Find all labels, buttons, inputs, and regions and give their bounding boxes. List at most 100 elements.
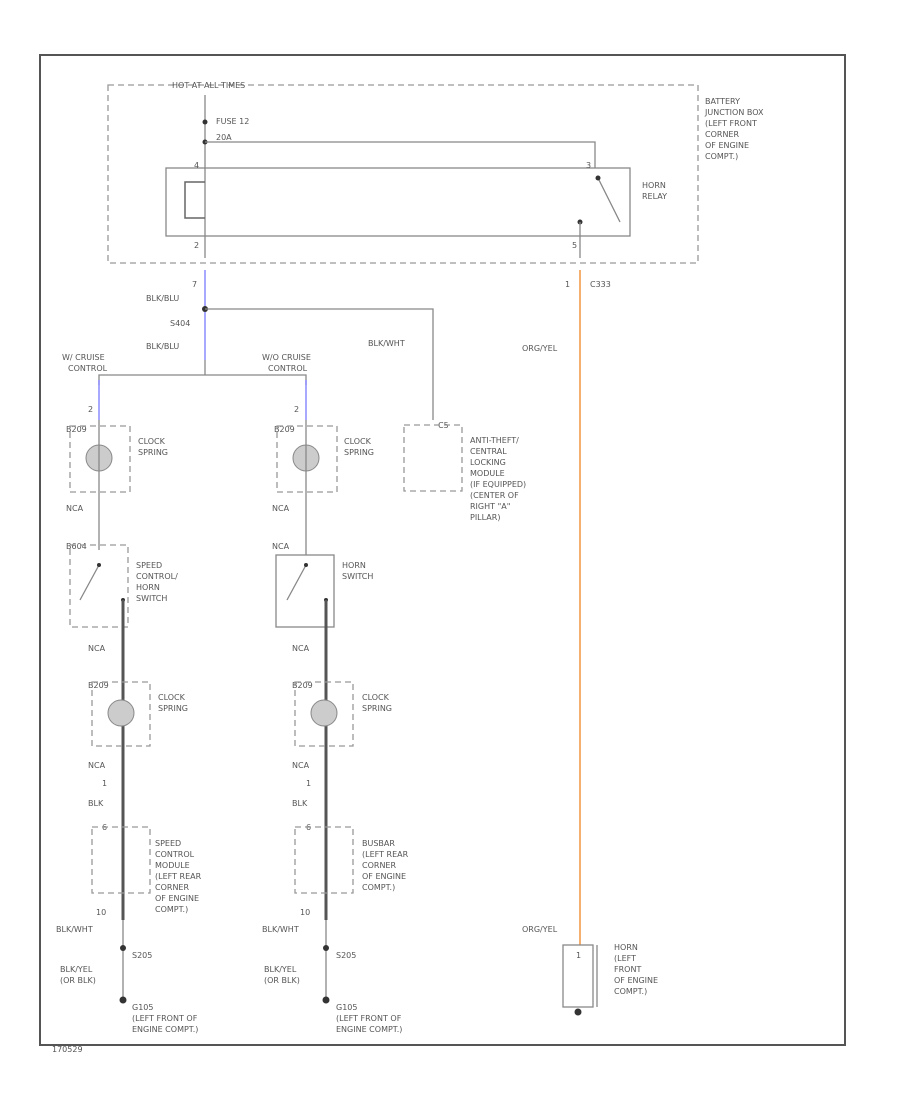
wire-blk-blu-bottom: BLK/BLU <box>146 342 179 351</box>
wire-nca-2: NCA <box>88 644 106 653</box>
speed-switch-contact <box>79 564 100 601</box>
pin-left-10: 10 <box>96 908 106 917</box>
clock-spring-left-bottom <box>107 699 135 727</box>
clock-spring-mid-bottom-label-2: SPRING <box>362 704 392 713</box>
speed-module-box <box>91 826 151 894</box>
wire-nca-3: NCA <box>88 761 106 770</box>
splice-mid-node <box>323 945 329 951</box>
pin-mid-10: 10 <box>300 908 310 917</box>
relay-pin-5: 5 <box>572 241 577 250</box>
relay-out-pin: 1 <box>565 280 570 289</box>
conn-nca-mid-2: NCA <box>272 542 290 551</box>
splice-left: S205 <box>132 951 152 960</box>
clock-spring-left-bottom-label-1: CLOCK <box>158 693 186 702</box>
blk-wht-wire-to-antitheft <box>205 308 434 420</box>
wire-blk-wht-mid: BLK/WHT <box>262 925 299 934</box>
anti-theft-box <box>403 424 463 492</box>
clock-spring-left-top-label-2: SPRING <box>138 448 168 457</box>
clock-spring-mid-bottom-box <box>294 681 354 747</box>
ground-left-icon <box>119 996 127 1004</box>
relay-switch-feed <box>205 141 596 168</box>
wire-blk-yel-mid-1: BLK/YEL <box>264 965 297 974</box>
figure-id: 170529 <box>52 1045 83 1054</box>
conn-b2: B209 <box>88 681 109 690</box>
clock-spring-mid-bottom <box>310 699 338 727</box>
clock-spring-left-top-label-1: CLOCK <box>138 437 166 446</box>
battery-junction-box-outline <box>107 84 699 264</box>
splice-mid: S205 <box>336 951 356 960</box>
wo-cruise-1: W/O CRUISE <box>262 353 311 362</box>
relay-pin-3: 3 <box>586 161 591 170</box>
speed-switch-node-1 <box>97 563 101 567</box>
conn-b1: B604 <box>66 542 87 551</box>
ground-mid-label: G105 (LEFT FRONT OF ENGINE COMPT.) <box>336 1003 404 1034</box>
clock-spring-left-top-box <box>69 425 131 493</box>
fuse-rating: 20A <box>216 133 232 142</box>
horn-switch-label-2: SWITCH <box>342 572 373 581</box>
pin-7: 7 <box>192 280 197 289</box>
horn-relay-label-2: RELAY <box>642 192 667 201</box>
wire-blk-mid: BLK <box>292 799 308 808</box>
clock-spring-left-bottom-box <box>91 681 151 747</box>
wire-blk-yel-mid-2: (OR BLK) <box>264 976 300 985</box>
horn-box <box>562 944 594 1008</box>
pin-mid-1: 1 <box>306 779 311 788</box>
clock-spring-mid-bottom-label-1: CLOCK <box>362 693 390 702</box>
pin-left-2: 2 <box>88 405 93 414</box>
conn-nca-mid: NCA <box>272 504 290 513</box>
fuse-node <box>202 119 208 125</box>
horn-relay-label-1: HORN <box>642 181 666 190</box>
horn-relay-box <box>165 167 631 237</box>
horn-pin: 1 <box>576 951 581 960</box>
clock-spring-mid-top-label-1: CLOCK <box>344 437 372 446</box>
diagram-frame <box>39 54 846 1046</box>
conn-mid-1: B209 <box>274 425 295 434</box>
splice-s404: S404 <box>170 319 190 328</box>
clock-spring-left-bottom-label-2: SPRING <box>158 704 188 713</box>
speed-switch-label: SPEED CONTROL/ HORN SWITCH <box>136 561 180 603</box>
horn-switch-node-1 <box>304 563 308 567</box>
pin-c5: C5 <box>438 421 449 430</box>
relay-pin-2: 2 <box>194 241 199 250</box>
battery-junction-box-label: BATTERY JUNCTION BOX (LEFT FRONT CORNER … <box>704 97 766 161</box>
wire-blk-left: BLK <box>88 799 104 808</box>
ground-left-label: G105 (LEFT FRONT OF ENGINE COMPT.) <box>132 1003 200 1034</box>
fuse-name: FUSE 12 <box>216 117 249 126</box>
clock-spring-mid-top-label-2: SPRING <box>344 448 374 457</box>
wire-org-yel-top: ORG/YEL <box>522 344 558 353</box>
horn-ground-icon <box>574 1008 582 1016</box>
cruise-option-split <box>98 360 307 385</box>
wire-nca-1: NCA <box>66 504 84 513</box>
conn-b2-mid: B209 <box>292 681 313 690</box>
wire-blk-yel-left-2: (OR BLK) <box>60 976 96 985</box>
wire-blk-blu-top: BLK/BLU <box>146 294 179 303</box>
splice-left-node <box>120 945 126 951</box>
w-cruise-2: CONTROL <box>68 364 108 373</box>
wire-org-yel-bottom: ORG/YEL <box>522 925 558 934</box>
busbar-box <box>294 826 354 894</box>
connector-c333: C333 <box>590 280 611 289</box>
relay-contact <box>597 177 621 223</box>
w-cruise-1: W/ CRUISE <box>62 353 105 362</box>
wire-nca-mid-2: NCA <box>292 644 310 653</box>
speed-switch-box <box>69 544 129 628</box>
busbar-label: BUSBAR (LEFT REAR CORNER OF ENGINE COMPT… <box>362 839 411 892</box>
wire-blk-yel-left-1: BLK/YEL <box>60 965 93 974</box>
ground-mid-icon <box>322 996 330 1004</box>
anti-theft-label: ANTI-THEFT/ CENTRAL LOCKING MODULE (IF E… <box>470 436 529 522</box>
wire-nca-mid-3: NCA <box>292 761 310 770</box>
relay-pin-4: 4 <box>194 161 199 170</box>
hot-label: HOT AT ALL TIMES <box>172 81 245 90</box>
relay-contact-node-top <box>595 175 601 181</box>
horn-label: HORN (LEFT FRONT OF ENGINE COMPT.) <box>614 943 661 996</box>
horn-switch-contact <box>286 564 307 601</box>
wire-blk-wht-top: BLK/WHT <box>368 339 405 348</box>
pin-left-1: 1 <box>102 779 107 788</box>
relay-coil <box>184 181 205 219</box>
speed-module-label: SPEED CONTROL MODULE (LEFT REAR CORNER O… <box>155 839 204 914</box>
pin-mid-2: 2 <box>294 405 299 414</box>
conn-left-1: B209 <box>66 425 87 434</box>
clock-spring-mid-top-box <box>276 425 338 493</box>
wire-blk-wht-left: BLK/WHT <box>56 925 93 934</box>
